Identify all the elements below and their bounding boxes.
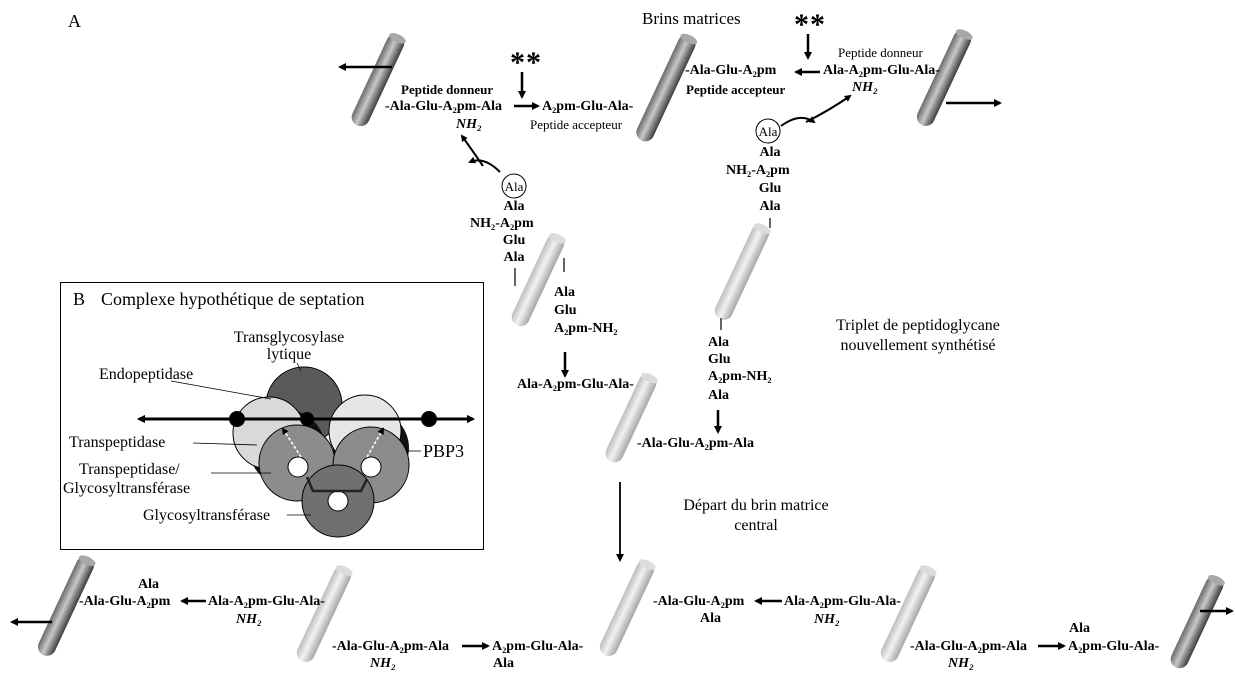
- left-stem-l1: Ala: [503, 199, 525, 214]
- strand-bottom-4: [880, 565, 937, 662]
- bottom-c8-chain: A₂pm-Glu-Ala-: [1068, 639, 1160, 654]
- arrow-ala-release-left-1: [460, 134, 484, 167]
- strand-top-center: [636, 33, 698, 142]
- donor-right-title: Peptide donneur: [838, 45, 923, 60]
- stars-right: **: [794, 8, 826, 41]
- dashed-arrow-right: [366, 427, 384, 458]
- strand-bottom-1: [37, 555, 96, 656]
- label-tp-gt-line2: Glycosyltransférase: [63, 480, 191, 497]
- panel-b-title: Complexe hypothétique de septation: [101, 289, 365, 309]
- white-unit-right: [360, 456, 382, 478]
- bottom-c4-chain: A₂pm-Glu-Ala-: [492, 639, 584, 654]
- donor-right-chain: Ala-A₂pm-Glu-Ala-: [823, 63, 940, 78]
- leader-endopeptidase: [170, 380, 272, 400]
- bottom-c6-chain: Ala-A₂pm-Glu-Ala-: [784, 594, 901, 609]
- left-stem-l3: Glu: [502, 233, 526, 248]
- septation-complex-drawing: [137, 362, 475, 538]
- mid-right-line-1: Ala: [708, 335, 729, 350]
- panel-b-box: B Complexe hypothétique de septation: [60, 282, 484, 550]
- label-endopeptidase: Endopeptidase: [99, 366, 194, 383]
- mid-left-line-2: Glu: [554, 303, 577, 318]
- bottom-c6-nh2: NH₂: [814, 612, 840, 627]
- label-glycosyltransferase: Glycosyltransférase: [143, 507, 271, 524]
- left-stem-l4: Ala: [503, 250, 525, 265]
- panel-b-letter: B: [73, 289, 86, 309]
- strand-top-left: [351, 33, 406, 127]
- bottom-c2-chain: Ala-A₂pm-Glu-Ala-: [208, 594, 325, 609]
- arrow-ala-release-right-1: [780, 116, 816, 127]
- right-stem-l1: Ala: [759, 145, 781, 160]
- donor-left-title: Peptide donneur: [401, 82, 494, 97]
- template-strands-title: Brins matrices: [642, 9, 741, 28]
- mid-left-line-3: A₂pm-NH₂: [554, 321, 618, 336]
- strand-top-right: [916, 29, 973, 126]
- acceptor-left-chain: A₂pm-Glu-Ala-: [542, 99, 634, 114]
- departure-label-line2: central: [734, 517, 778, 534]
- strand-dot-1: [229, 411, 245, 427]
- bottom-c7-nh2: NH₂: [948, 656, 974, 671]
- right-stem-l4: Ala: [759, 199, 781, 214]
- right-stem-l3: Glu: [758, 181, 782, 196]
- strand-dot-3: [421, 411, 437, 427]
- white-unit-left: [287, 456, 309, 478]
- bottom-c8-ala: Ala: [1069, 621, 1090, 636]
- departure-label-line1: Départ du brin matrice: [683, 497, 829, 514]
- triplet-label-line1: Triplet de peptidoglycane: [836, 317, 1000, 334]
- donor-left-chain: -Ala-Glu-A₂pm-Ala: [385, 99, 502, 114]
- white-unit-bottom: [327, 490, 349, 512]
- leader-transglycosylase: [296, 362, 302, 372]
- strand-bottom-2: [296, 565, 353, 662]
- acceptor-right-chain: -Ala-Glu-A₂pm: [685, 63, 777, 78]
- acceptor-right-title: Peptide accepteur: [686, 82, 786, 97]
- bottom-c3-nh2: NH₂: [370, 656, 396, 671]
- bottom-c1-ala: Ala: [138, 577, 159, 592]
- bottom-c4-ala: Ala: [493, 656, 514, 671]
- bottom-c3-chain: -Ala-Glu-A₂pm-Ala: [332, 639, 449, 654]
- label-transglycosylase-line1: Transglycosylase: [233, 329, 345, 346]
- triplet-label-line2: nouvellement synthétisé: [840, 337, 996, 354]
- donor-left-nh2: NH₂: [456, 117, 482, 132]
- mid-left-chain: Ala-A₂pm-Glu-Ala-: [517, 377, 634, 392]
- acceptor-left-title: Peptide accepteur: [530, 117, 623, 132]
- label-tp-gt-line1: Transpeptidase/: [79, 461, 180, 478]
- donor-right-nh2: NH₂: [852, 80, 878, 95]
- bottom-c5-chain: -Ala-Glu-A₂pm: [653, 594, 745, 609]
- mid-left-line-1: Ala: [554, 285, 575, 300]
- mid-right-chain: -Ala-Glu-A₂pm-Ala: [637, 436, 754, 451]
- glycan-link: [305, 476, 369, 493]
- strand-dot-2: [300, 412, 314, 426]
- panel-a-letter: A: [68, 11, 81, 31]
- mid-right-line-4: Ala: [708, 388, 729, 403]
- mid-right-line-3: A₂pm-NH₂: [708, 369, 772, 384]
- strand-new-center: [605, 372, 658, 463]
- strand-new-right: [714, 223, 771, 320]
- ala-circle-left: [501, 173, 527, 199]
- bottom-c2-nh2: NH₂: [236, 612, 262, 627]
- strand-bottom-3: [599, 559, 656, 656]
- bottom-c5-ala: Ala: [700, 611, 721, 626]
- label-pbp3: PBP3: [423, 441, 465, 461]
- ala-circle-left-label: Ala: [504, 179, 524, 194]
- leader-transpeptidase: [192, 442, 258, 446]
- dashed-arrow-left: [281, 427, 302, 458]
- stars-left: **: [510, 46, 542, 79]
- right-stem-l2: NH₂-A₂pm: [726, 163, 790, 178]
- label-transglycosylase-line2: lytique: [266, 346, 312, 363]
- bottom-c1-chain: -Ala-Glu-A₂pm: [79, 594, 171, 609]
- mid-right-line-2: Glu: [708, 352, 731, 367]
- strand-new-left: [511, 233, 566, 327]
- bottom-c7-chain: -Ala-Glu-A₂pm-Ala: [910, 639, 1027, 654]
- left-stem-l2: NH₂-A₂pm: [470, 216, 534, 231]
- arrow-ala-release-left-2: [468, 156, 501, 173]
- arrow-ala-release-right-2: [805, 94, 852, 123]
- label-transpeptidase: Transpeptidase: [69, 434, 166, 451]
- strand-bottom-5: [1170, 575, 1225, 669]
- ala-circle-right: [755, 118, 781, 144]
- ala-circle-right-label: Ala: [758, 124, 778, 139]
